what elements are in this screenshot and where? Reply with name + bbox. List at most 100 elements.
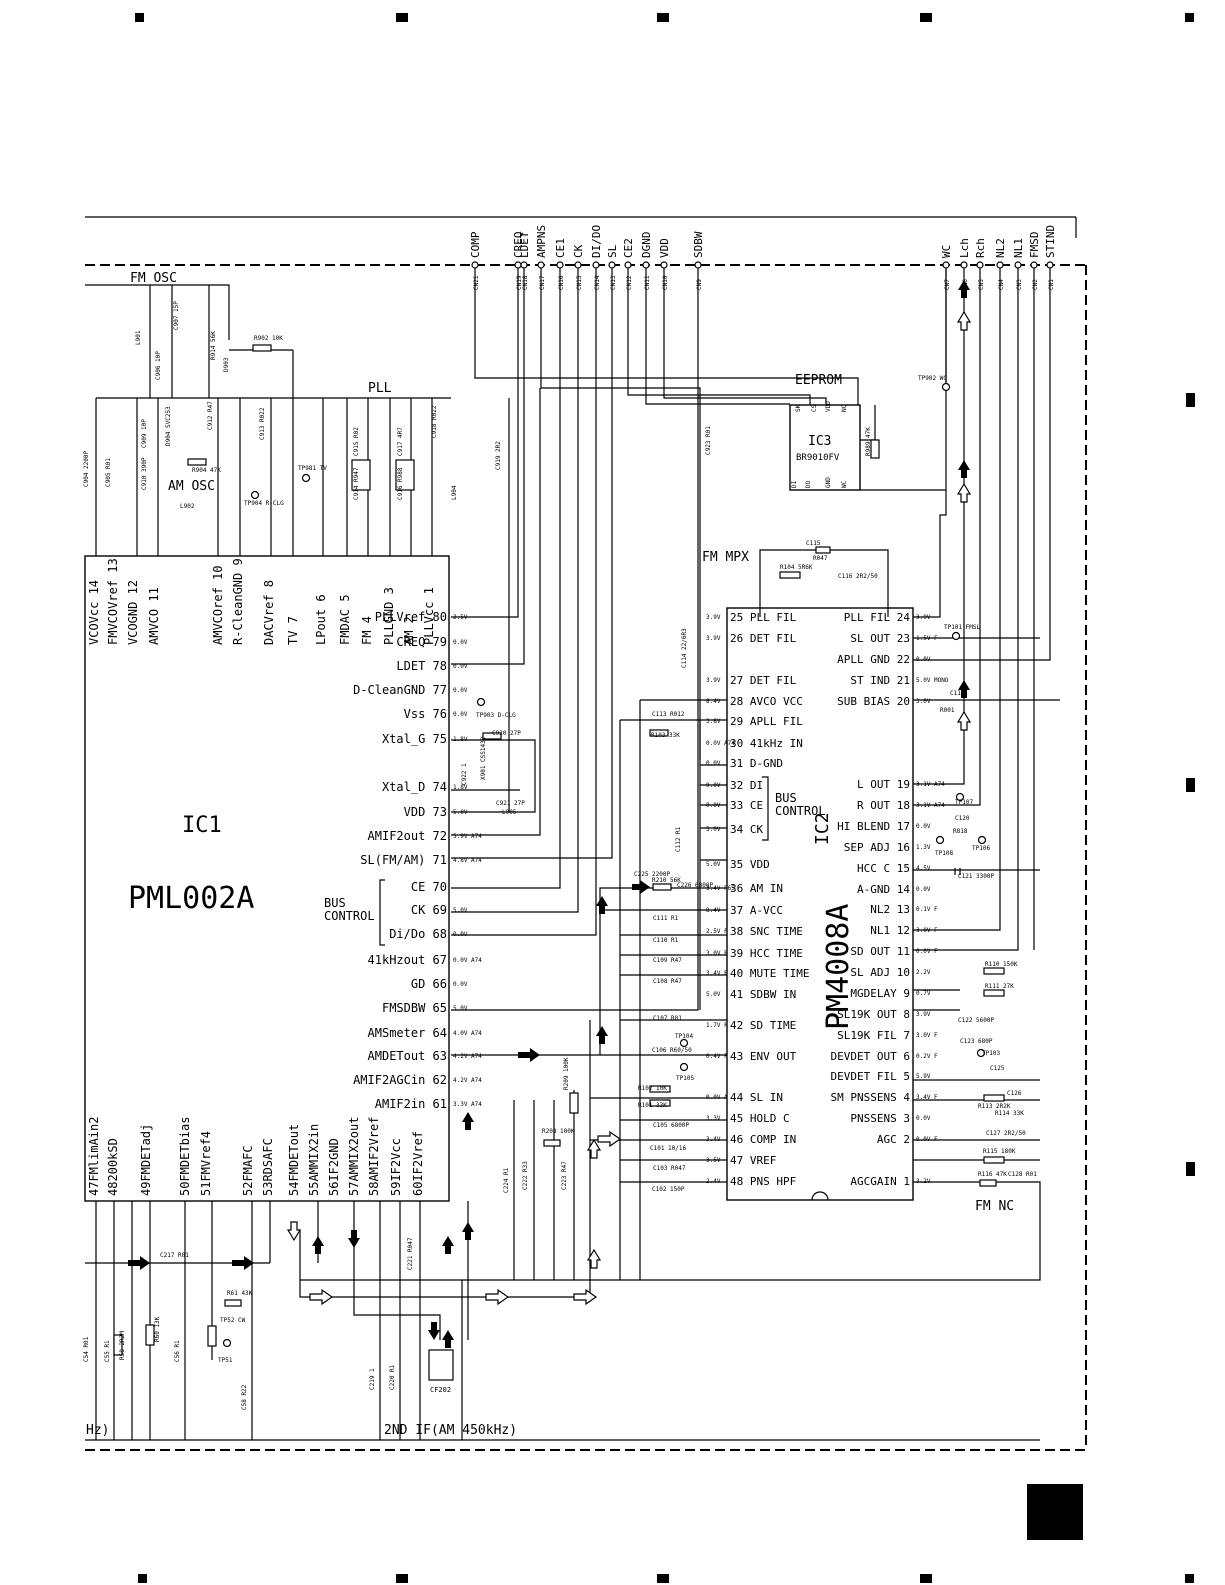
component-label: C919 2R2 [495, 441, 502, 470]
ic2-right-pin-voltage: 0.0V [916, 886, 931, 893]
ic2-part: PM4008A [821, 904, 856, 1030]
ic2-right-pin-label: SL19K OUT 8 [837, 1008, 910, 1021]
top-connector-points [471, 261, 1054, 269]
ic3-pin-label: DO [805, 480, 812, 488]
ic1-pin-label: Xtal_D 74 [382, 780, 447, 794]
component-label: C915 R02 [353, 427, 360, 456]
component-label: R209 100K [563, 1057, 570, 1090]
component-label: C916 R988 [397, 467, 404, 500]
component-label: R208 100K [542, 1128, 575, 1135]
component-label: C222 R33 [522, 1161, 529, 1190]
ic1-top-pin-label: PLLGND 3 [382, 587, 396, 645]
ic2-left-pin-voltage: 0.0V [706, 802, 721, 809]
component-label: R904 47K [192, 467, 221, 474]
ic2-right-pin-voltage: 0.1V F [916, 906, 938, 913]
component-label: C126 [1007, 1090, 1022, 1097]
pll-label: PLL [368, 381, 392, 396]
ic1-top-pin-label: R-CleanGND 9 [231, 558, 245, 645]
ic2-right-pin-voltage: 0.0V F [916, 1136, 938, 1143]
ic1-pin-label: PLLVref 80 [375, 610, 447, 624]
ic3-pin-label: SK [795, 404, 802, 412]
connector-right-pin: CN4 [998, 279, 1005, 290]
ic2-left-pin-voltage: 3.3V [706, 1115, 721, 1122]
component-label: C108 R47 [653, 978, 682, 985]
ic2-left-pin-voltage: 5.0V [706, 826, 721, 833]
component-label: C114 22/6R3 [681, 628, 688, 668]
ic2-right-pin-label: SL ADJ 10 [850, 966, 910, 979]
component-label: C107 R01 [653, 1015, 682, 1022]
component-label: TP902 WC [918, 375, 947, 382]
ic2-left-pin-voltage: 3.4V [706, 1136, 721, 1143]
ic2-left-pin-label: 29 APLL FIL [730, 715, 803, 728]
eeprom-label: EEPROM [795, 373, 842, 388]
component-label: TP103 [982, 1050, 1000, 1057]
ic1-pin-label: AMIF2out 72 [368, 829, 447, 843]
ic2-left-pin-label: 37 A-VCC [730, 904, 783, 917]
ic1-bottom-pin-label: 51FMVref4 [199, 1131, 213, 1196]
component-label: L901 [135, 330, 142, 345]
ic2-left-pin-label: 44 SL IN [730, 1091, 783, 1104]
ic2-right-pin-voltage: 3.9V [916, 614, 931, 621]
ic2-right-pin-label: L OUT 19 [857, 778, 910, 791]
component-label: C219 1 [369, 1368, 376, 1390]
component-label: TP52 CW [220, 1317, 246, 1324]
component-label: TP104 [675, 1033, 693, 1040]
connector-top-pin: CN18 [522, 275, 529, 290]
ic1-bottom-pin-label: 52FMAFC [241, 1145, 255, 1196]
ic1-pin-voltage: 4.8V A74 [453, 857, 482, 864]
component-label: C105 6800P [653, 1122, 690, 1129]
ic1-top-pin-label: FM 4 [360, 616, 374, 645]
ic2-right-pin-label: HI BLEND 17 [837, 820, 910, 833]
ic2-left-pin-label: 47 VREF [730, 1154, 776, 1167]
connector-top-label: CE2 [622, 238, 635, 258]
component-label: R60 13K [154, 1316, 161, 1342]
ic1-pin-voltage: 1.8V [453, 736, 468, 743]
connector-top-pin: CN9 [696, 279, 703, 290]
ic1-top-pin-label: AMVCOref 10 [211, 566, 225, 645]
ic1-pin-voltage: 5.0V [453, 907, 468, 914]
ic1-pin-voltage: 0.0V [453, 687, 468, 694]
ic1-part: PML002A [128, 881, 254, 916]
ic3-part: BR9010FV [796, 453, 840, 463]
component-label: C909 10P [141, 419, 148, 448]
ic2-right-pin-voltage: 1.3V [916, 844, 931, 851]
ic2-right-pin-label: NL1 12 [870, 924, 910, 937]
ic2-right-pin-voltage: 0.0V [916, 823, 931, 830]
connector-top-pin: CN13 [610, 275, 617, 290]
connector-right-label: Lch [958, 238, 971, 258]
ic2-left-pin-label: 32 DI [730, 779, 763, 792]
ic1-pin-label: Di/Do 68 [389, 927, 447, 941]
connector-right-label: FMSD [1028, 232, 1041, 259]
ic2-left-pin-label: 33 CE [730, 799, 763, 812]
ic2-left-pin-label: 46 COMP IN [730, 1133, 796, 1146]
component-label: C221 R047 [407, 1237, 414, 1270]
connector-right-pin: CN7 [944, 279, 951, 290]
component-label: R102 10K [638, 1085, 667, 1092]
ic1-pin-label: D-CleanGND 77 [353, 683, 447, 697]
ic2-right-pin-voltage: 3.1V A74 [916, 802, 945, 809]
ic1-bottom-pin-label: 59IF2Vcc [389, 1138, 403, 1196]
connector-top-label: CK [572, 244, 585, 258]
ic2-left-pin-voltage: 3.0V F [706, 950, 728, 957]
ic1-pin-voltage: 2.5V [453, 614, 468, 621]
ic1-pin-voltage: 5.0V [453, 1005, 468, 1012]
bus-control-right-line2: CONTROL [775, 804, 826, 818]
ic2-left-pin-voltage: 2.4V [706, 1178, 721, 1185]
ic3-name: IC3 [808, 434, 831, 449]
ic1-bottom-pin-label: 49FMDETadj [139, 1124, 153, 1196]
ic2-left-pin-label: 39 HCC TIME [730, 947, 803, 960]
connector-top-pin: CN12 [626, 275, 633, 290]
ic2-right-pin-voltage: 0.0V F [916, 948, 938, 955]
component-label: C912 R47 [207, 401, 214, 430]
ic1-pin-voltage: 0.0V [453, 711, 468, 718]
ic1-pin-voltage: 0.0V [453, 639, 468, 646]
ic1-pin-voltage: 5.0V [453, 809, 468, 816]
ic2-left-pin-voltage: 3.8V [706, 718, 721, 725]
ic2-left-pin-voltage: 5.0V [706, 991, 721, 998]
ic2-left-pin-label: 28 AVCO VCC [730, 695, 803, 708]
ic2-left-pin-voltage: 8.4V [706, 907, 721, 914]
ic1-pin-voltage: 3.3V A74 [453, 1101, 482, 1108]
dynamic-labels: COMPCN21CREQCN19LDETCN18AMPNSCN17CE1CN16… [83, 225, 1057, 1410]
component-label: R110 150K [985, 961, 1018, 968]
ic1-bottom-pin-label: 48200kSD [106, 1138, 120, 1196]
